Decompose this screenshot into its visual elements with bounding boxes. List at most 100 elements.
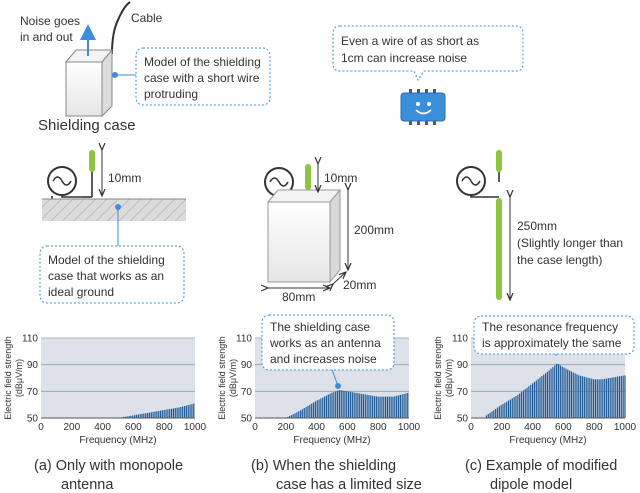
noise-label-line1: Noise goes: [20, 14, 80, 28]
spectrum-bar: [183, 406, 186, 418]
spectrum-bar: [543, 374, 545, 418]
shielding-case-box: [65, 61, 103, 117]
x-tick-label: 0: [252, 422, 258, 433]
spectrum-bar: [288, 416, 291, 418]
spectrum-bar: [169, 409, 171, 418]
spectrum-bar: [182, 406, 184, 418]
spectrum-bar: [403, 393, 405, 418]
panel-b-dim-depth: 20mm: [343, 278, 376, 292]
spectrum-bar: [611, 377, 613, 418]
spectrum-bar: [154, 411, 156, 418]
spectrum-bar: [159, 410, 162, 418]
case-callout-line1: Model of the shielding: [144, 55, 261, 69]
spectrum-bar: [167, 409, 169, 418]
spectrum-bar: [165, 409, 167, 418]
spectrum-bar: [368, 395, 370, 418]
spectrum-bar: [515, 396, 517, 418]
spectrum-bar: [526, 387, 528, 418]
spectrum-bar: [145, 413, 147, 418]
spectrum-bar: [329, 393, 331, 418]
x-tick-label: 200: [63, 422, 80, 433]
cable-icon: [111, 1, 131, 55]
ground-callout-line3: ideal ground: [48, 285, 114, 299]
spectrum-bar: [311, 403, 313, 418]
spectrum-bar: [132, 415, 134, 418]
panel-b-chart-callout: [261, 314, 395, 371]
spectrum-bar: [596, 379, 598, 418]
spectrum-bar: [580, 375, 582, 418]
caption-b-line2: case has a limited size: [276, 477, 422, 493]
y-axis-unit: (dBμV/m): [14, 359, 24, 397]
spectrum-bar: [520, 391, 523, 418]
spectrum-bar: [298, 411, 300, 418]
spectrum-bar: [591, 378, 593, 418]
x-axis-label: Frequency (MHz): [509, 435, 586, 446]
x-tick-label: 800: [156, 422, 173, 433]
spectrum-bar: [309, 404, 311, 418]
panel-b-callout-line3: and increases noise: [270, 352, 377, 366]
spectrum-bar: [290, 415, 292, 418]
y-tick-label: 110: [236, 334, 252, 345]
spectrum-bar: [292, 414, 294, 418]
spectrum-bar: [299, 410, 302, 418]
y-axis-unit: (dBμV/m): [228, 359, 238, 397]
spectrum-bar: [522, 390, 524, 418]
spectrum-bar: [544, 373, 547, 418]
spectrum-bar: [294, 413, 296, 418]
spectrum-bar: [524, 389, 526, 418]
y-axis-unit: (dBμV/m): [444, 359, 454, 397]
spectrum-bar: [362, 394, 365, 418]
caption-c-line2: dipole model: [490, 477, 572, 493]
spectrum-bar: [191, 404, 193, 418]
spectrum-bar: [359, 393, 361, 418]
spectrum-bar: [495, 408, 497, 418]
panel-c-illustration: [456, 150, 510, 300]
spectrum-bar: [578, 375, 580, 418]
spectrum-bar: [592, 379, 595, 418]
spectrum-bar: [563, 367, 565, 418]
spectrum-bar: [134, 415, 136, 418]
spectrum-bar: [344, 390, 346, 418]
case-callout-line2: case with a short wire: [144, 71, 260, 85]
spectrum-bar: [325, 395, 328, 418]
spectrum-bar: [585, 377, 587, 418]
spectrum-bar: [130, 415, 132, 418]
panel-c-chart-callout: [473, 315, 635, 355]
spectrum-bar: [336, 390, 339, 418]
spectrum-bar: [557, 364, 560, 418]
panel-b-dim-wire: 10mm: [324, 171, 357, 185]
caption-b-line1: (b) When the shielding: [251, 458, 396, 474]
spectrum-bar: [137, 414, 139, 418]
ground-callout: [39, 245, 185, 304]
spectrum-bar: [346, 391, 348, 418]
spectrum-bar: [559, 365, 561, 418]
spectrum-bar: [390, 396, 392, 418]
spectrum-bar: [124, 416, 126, 418]
spectrum-bar: [348, 391, 350, 418]
spectrum-bar: [392, 396, 394, 418]
spectrum-bar: [156, 411, 158, 418]
spectrum-bar: [552, 367, 554, 418]
spectrum-bar: [357, 393, 359, 418]
spectrum-bar: [366, 394, 368, 418]
x-axis-label: Frequency (MHz): [79, 435, 156, 446]
ideal-ground: [42, 199, 186, 221]
spectrum-bar: [506, 401, 508, 418]
spectrum-bar: [340, 390, 342, 418]
spectrum-bar: [617, 376, 619, 418]
y-tick-label: 50: [457, 414, 469, 425]
spectrum-bar: [141, 413, 143, 418]
spectrum-bar: [150, 412, 152, 418]
spectrum-bar: [139, 414, 141, 418]
speech-bubble-line1: Even a wire of as short as: [341, 34, 479, 48]
spectrum-bar: [172, 408, 175, 418]
spectrum-bar: [498, 406, 500, 418]
spectrum-bar: [320, 398, 322, 418]
spectrum-bar: [364, 394, 366, 418]
panel-c-dim-line2: (Slightly longer than: [517, 236, 623, 250]
spectrum-bar: [574, 373, 576, 418]
spectrum-bar: [502, 403, 504, 418]
panel-b-dim-height: 200mm: [354, 223, 394, 237]
spectrum-bar: [550, 368, 552, 418]
spectrum-bar: [500, 405, 502, 418]
